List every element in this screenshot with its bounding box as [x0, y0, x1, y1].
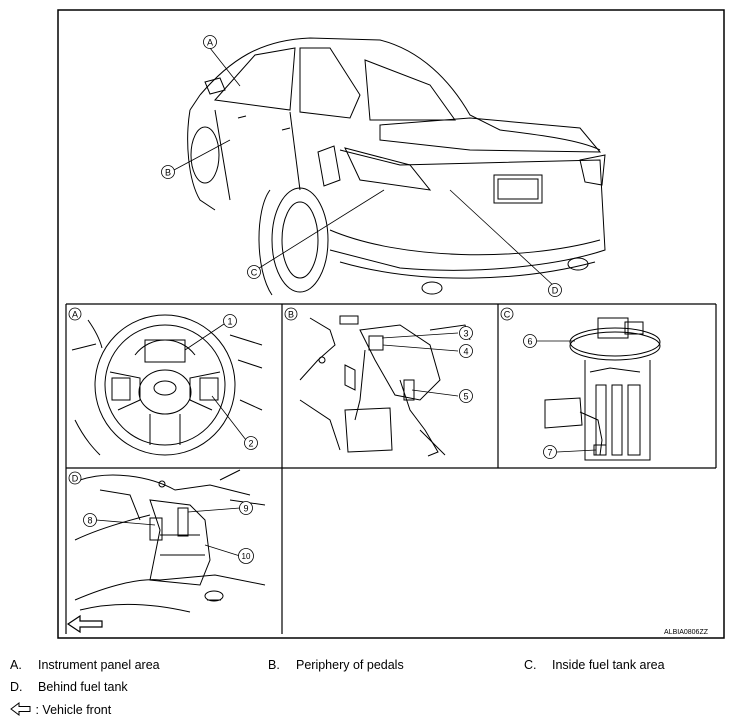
callout-7: 7	[547, 448, 552, 458]
legend-text-a: Instrument panel area	[38, 658, 160, 672]
callout-4: 4	[463, 347, 468, 357]
legend-text-d: Behind fuel tank	[38, 680, 128, 694]
callout-main-b: B	[165, 168, 171, 178]
callout-1: 1	[227, 317, 232, 327]
main-callouts	[161, 35, 562, 297]
callout-2: 2	[248, 439, 253, 449]
callout-9: 9	[243, 504, 248, 514]
callout-10: 10	[242, 552, 251, 561]
legend-item-d: D. Behind fuel tank	[10, 680, 128, 694]
legend-key-c: C.	[524, 658, 537, 672]
callout-main-d: D	[552, 286, 559, 296]
callout-8: 8	[87, 516, 92, 526]
legend-key-d: D.	[10, 680, 23, 694]
panel-d-behind-fuel-tank-drawing	[74, 469, 266, 613]
legend-item-a: A. Instrument panel area	[10, 658, 160, 672]
panel-c-label: C	[504, 310, 511, 320]
panel-d-vehicle-front-arrow-icon	[66, 614, 103, 634]
callout-6: 6	[527, 337, 532, 347]
figure-frame	[57, 9, 725, 639]
legend-key-a: A.	[10, 658, 22, 672]
vehicle-front-text: : Vehicle front	[35, 703, 112, 717]
callout-main-c: C	[251, 268, 258, 278]
panel-c-fuel-pump-drawing	[544, 317, 661, 461]
panel-d-label: D	[72, 474, 79, 484]
legend-item-c: C. Inside fuel tank area	[524, 658, 665, 672]
arrow-left-outline-icon	[10, 702, 31, 716]
legend-text-c: Inside fuel tank area	[552, 658, 665, 672]
callout-5: 5	[463, 392, 468, 402]
callout-3: 3	[463, 329, 468, 339]
legend-vehicle-front: : Vehicle front	[10, 702, 111, 717]
callout-main-a: A	[207, 38, 213, 48]
panel-b-label: B	[288, 310, 294, 320]
vehicle-rear-view-drawing	[187, 37, 606, 296]
figure-code: ALBIA0806ZZ	[664, 629, 709, 636]
legend-key-b: B.	[268, 658, 280, 672]
panel-a-steering-wheel-drawing	[71, 314, 263, 456]
legend-item-b: B. Periphery of pedals	[268, 658, 404, 672]
panel-a-label: A	[72, 310, 78, 320]
legend-text-b: Periphery of pedals	[296, 658, 404, 672]
